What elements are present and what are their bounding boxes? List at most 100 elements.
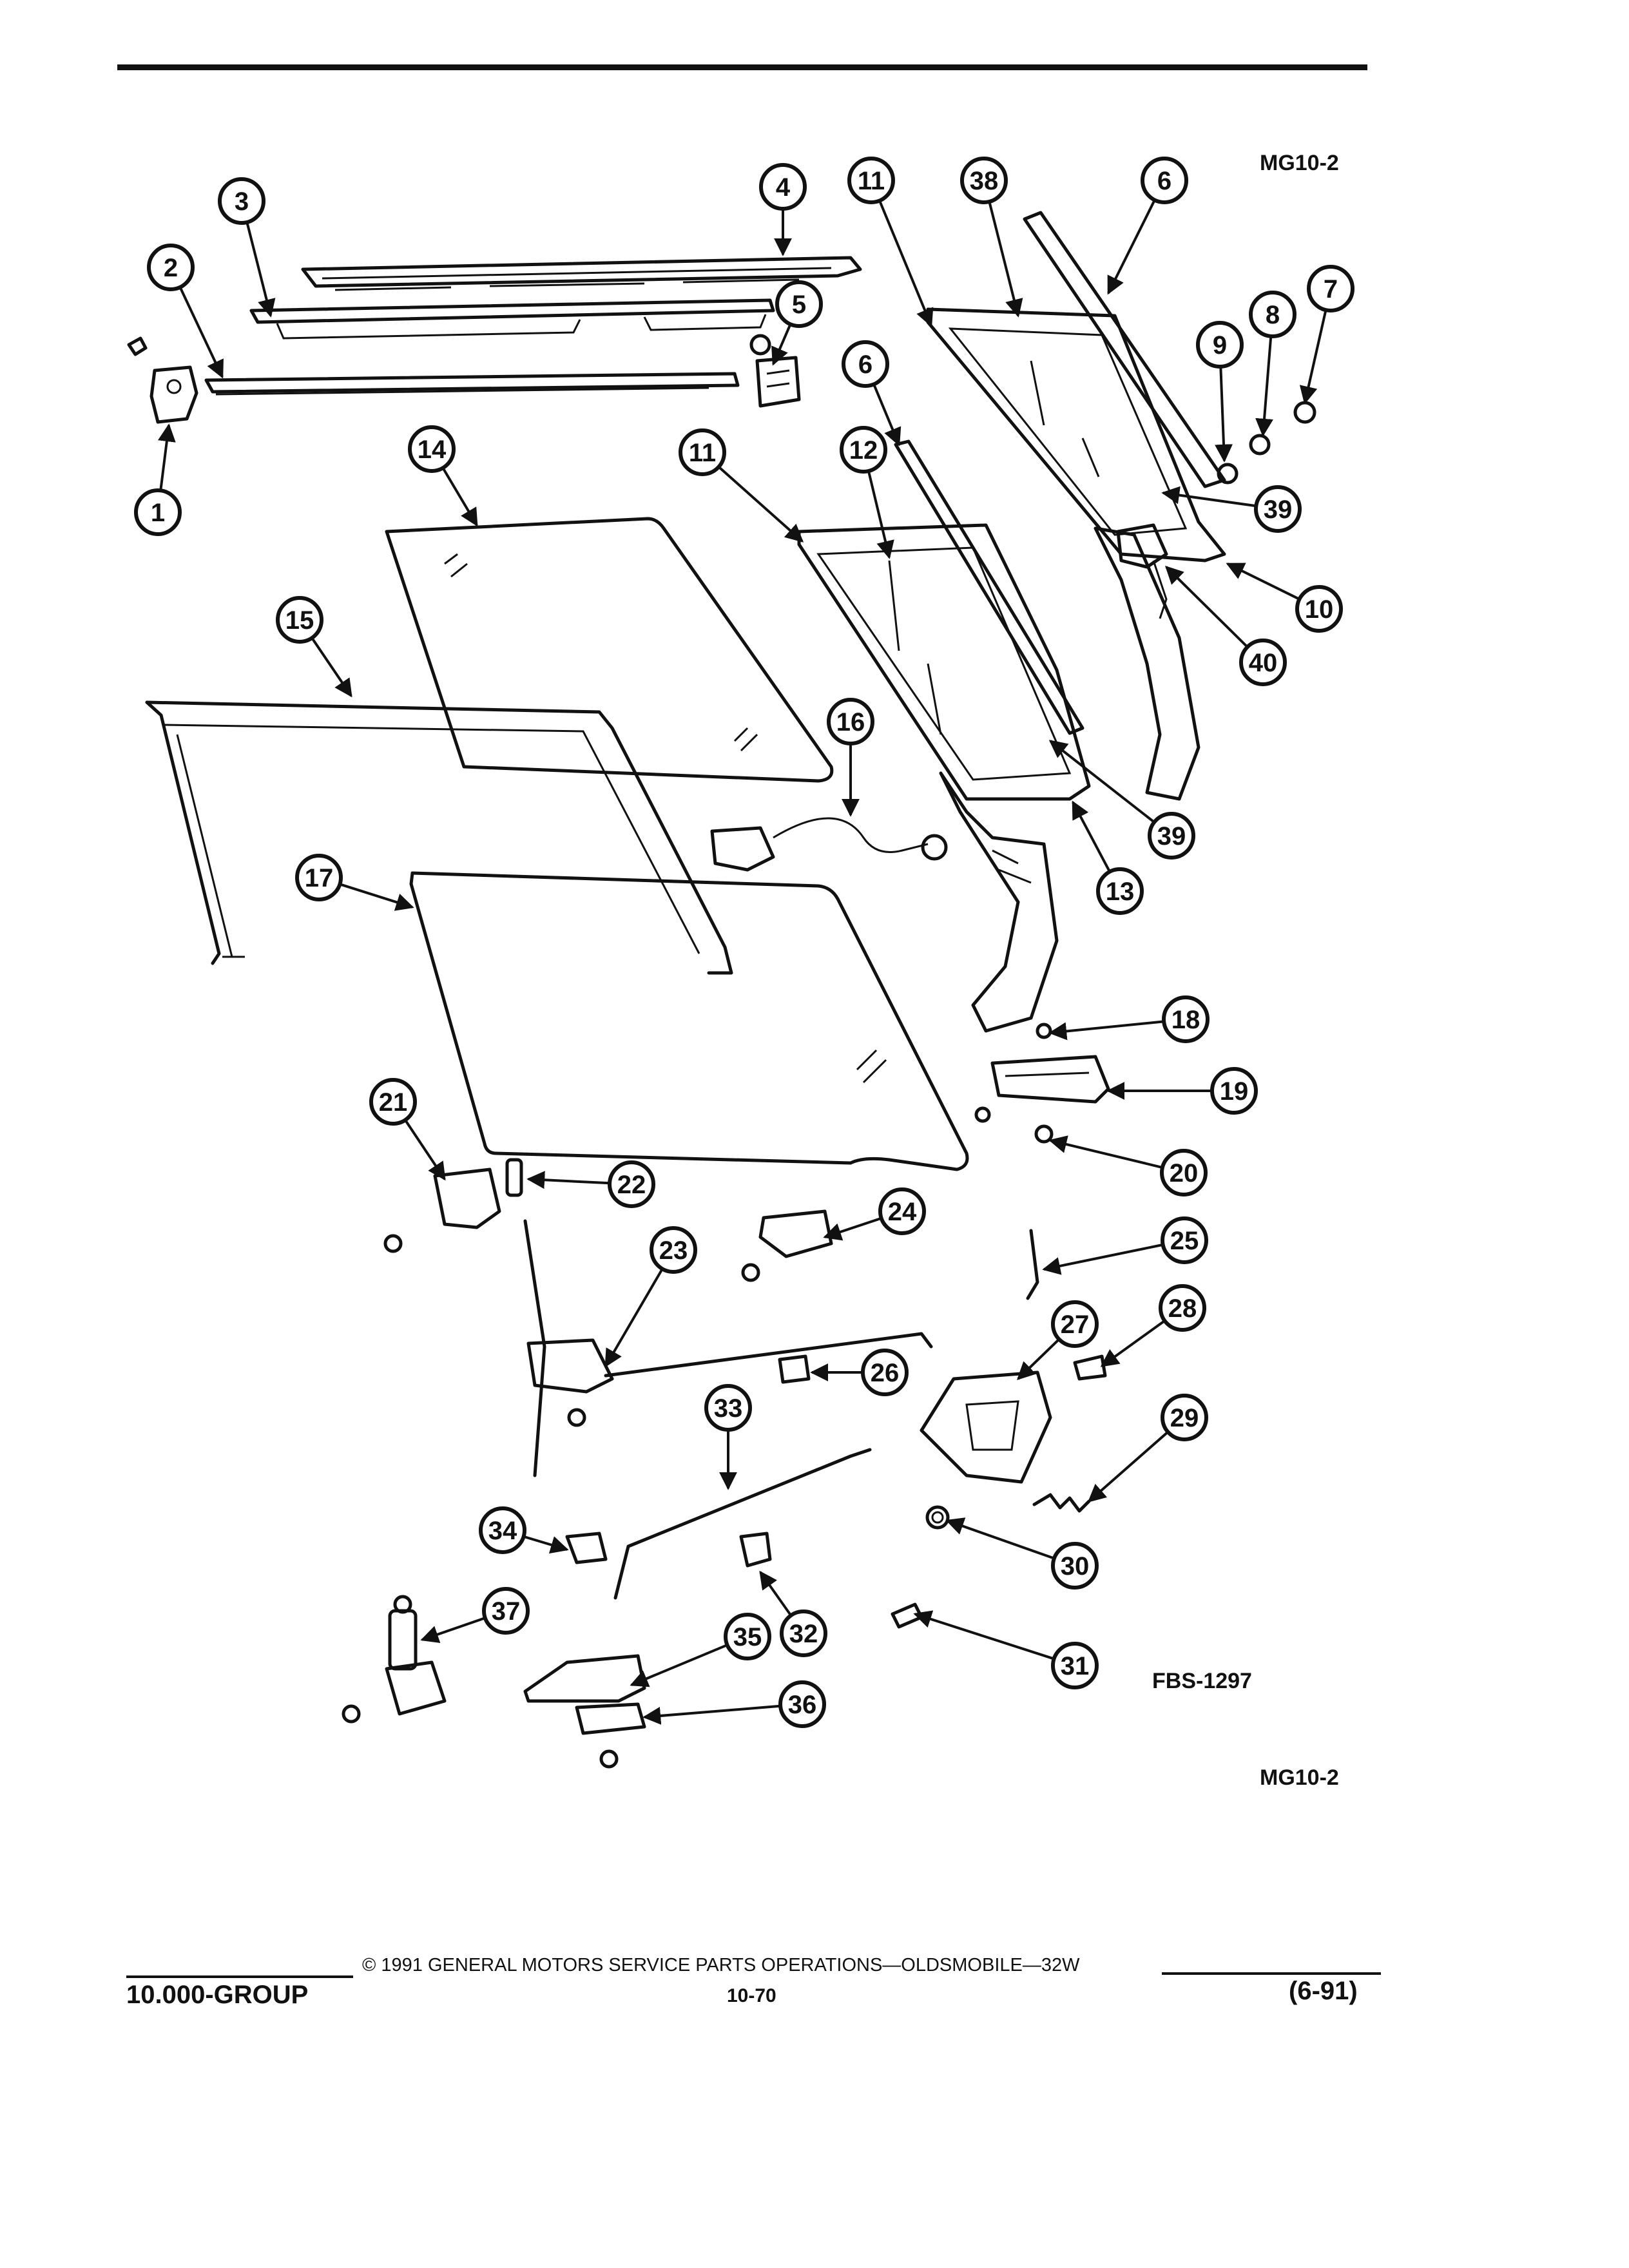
leader-c15 — [311, 637, 352, 698]
callout-number: 37 — [492, 1597, 521, 1626]
callout-circle — [778, 1680, 826, 1728]
callout-number: 39 — [1264, 495, 1293, 524]
callout-11: 11 — [679, 428, 726, 476]
leader-c25 — [1042, 1243, 1164, 1275]
leader-c20 — [1048, 1135, 1163, 1169]
leader-c5 — [771, 323, 792, 366]
sash-frame-38 — [926, 307, 1226, 801]
callout-number: 24 — [888, 1198, 917, 1226]
callout-circle — [1051, 1642, 1099, 1689]
rail-4 — [301, 256, 862, 291]
callout-circle — [1161, 1394, 1208, 1441]
callout-39: 39 — [1254, 485, 1302, 533]
motor-16 — [710, 817, 948, 872]
leader-c6b — [1107, 199, 1156, 295]
callout-30: 30 — [1051, 1542, 1099, 1590]
latch-19 — [974, 1023, 1110, 1144]
callout-number: 9 — [1213, 331, 1227, 360]
callout-circle — [369, 1078, 417, 1126]
callout-26: 26 — [861, 1349, 909, 1396]
revision-date: (6-91) — [1289, 1977, 1358, 2005]
leader-c11a — [878, 200, 934, 327]
callout-40: 40 — [1239, 639, 1287, 686]
callout-number: 21 — [379, 1088, 408, 1117]
hinge-21 — [383, 1168, 501, 1253]
leader-c30 — [945, 1517, 1055, 1560]
callout-circle — [759, 163, 807, 211]
callout-13: 13 — [1096, 867, 1144, 915]
leader-c1 — [157, 423, 176, 491]
callout-number: 4 — [776, 173, 791, 202]
leader-c2 — [178, 286, 224, 379]
callout-number: 10 — [1305, 595, 1334, 624]
callout-number: 25 — [1170, 1227, 1199, 1255]
sash-frame-12 — [797, 523, 1091, 1033]
callout-number: 18 — [1171, 1006, 1200, 1034]
callout-3: 3 — [218, 177, 265, 225]
leader-c23 — [604, 1268, 664, 1368]
pin-22 — [505, 1158, 523, 1197]
callout-number: 11 — [689, 439, 716, 467]
callout-number: 35 — [733, 1623, 762, 1651]
callout-9: 9 — [1196, 321, 1244, 369]
leader-c17 — [339, 883, 414, 911]
callout-circle — [1210, 1067, 1258, 1115]
callout-circle — [1254, 485, 1302, 533]
callout-number: 17 — [305, 864, 334, 892]
seal-15 — [145, 700, 733, 975]
callout-8: 8 — [1249, 291, 1296, 338]
callout-number: 30 — [1061, 1552, 1090, 1581]
callout-circle — [479, 1506, 526, 1554]
spring-29 — [1032, 1493, 1091, 1513]
glass-14 — [385, 517, 834, 783]
callout-number: 33 — [714, 1394, 743, 1423]
callout-number: 19 — [1220, 1077, 1249, 1106]
leader-arrows-layer — [157, 199, 1327, 1725]
leader-c18 — [1048, 1020, 1164, 1041]
callout-number: 29 — [1170, 1404, 1199, 1432]
spring-30 — [925, 1505, 950, 1530]
leader-c39a — [1161, 486, 1257, 508]
callout-circle — [134, 488, 182, 536]
callout-33: 33 — [704, 1384, 752, 1432]
callout-number: 8 — [1266, 301, 1280, 329]
leader-c27 — [1016, 1338, 1060, 1380]
leader-c31 — [913, 1610, 1055, 1660]
callout-number: 11 — [858, 167, 885, 195]
callout-number: 6 — [858, 351, 872, 379]
callout-number: 38 — [970, 167, 999, 195]
leader-c36 — [642, 1704, 781, 1725]
callout-number: 6 — [1157, 167, 1171, 195]
callout-number: 39 — [1157, 822, 1186, 850]
callout-circle — [1141, 157, 1188, 204]
callout-circle — [482, 1587, 530, 1635]
leader-c32 — [759, 1570, 793, 1617]
callout-number: 12 — [849, 436, 878, 465]
callout-number: 36 — [788, 1691, 817, 1719]
callout-circle — [878, 1187, 926, 1235]
leader-c38 — [988, 201, 1023, 318]
clip-28 — [1073, 1354, 1107, 1381]
callout-circle — [780, 1610, 827, 1657]
callout-12: 12 — [840, 426, 887, 474]
callout-20: 20 — [1160, 1149, 1208, 1196]
leader-c8 — [1255, 336, 1273, 437]
callout-number: 28 — [1168, 1294, 1197, 1323]
callout-number: 32 — [789, 1620, 818, 1648]
leader-c37 — [420, 1617, 486, 1643]
callout-31: 31 — [1051, 1642, 1099, 1689]
callout-17: 17 — [295, 854, 343, 901]
latch-27 — [920, 1370, 1052, 1484]
callout-number: 5 — [792, 291, 806, 319]
callout-circle — [861, 1349, 909, 1396]
callout-circle — [1239, 639, 1287, 686]
callout-number: 13 — [1106, 878, 1135, 906]
bracket-24 — [741, 1209, 833, 1282]
callout-circle — [1162, 995, 1210, 1043]
callout-number: 14 — [418, 436, 447, 464]
callout-circle — [840, 426, 887, 474]
callout-23: 23 — [650, 1226, 697, 1274]
group-label: 10.000-GROUP — [126, 1981, 309, 2009]
callout-number: 31 — [1061, 1652, 1090, 1680]
callout-34: 34 — [479, 1506, 526, 1554]
